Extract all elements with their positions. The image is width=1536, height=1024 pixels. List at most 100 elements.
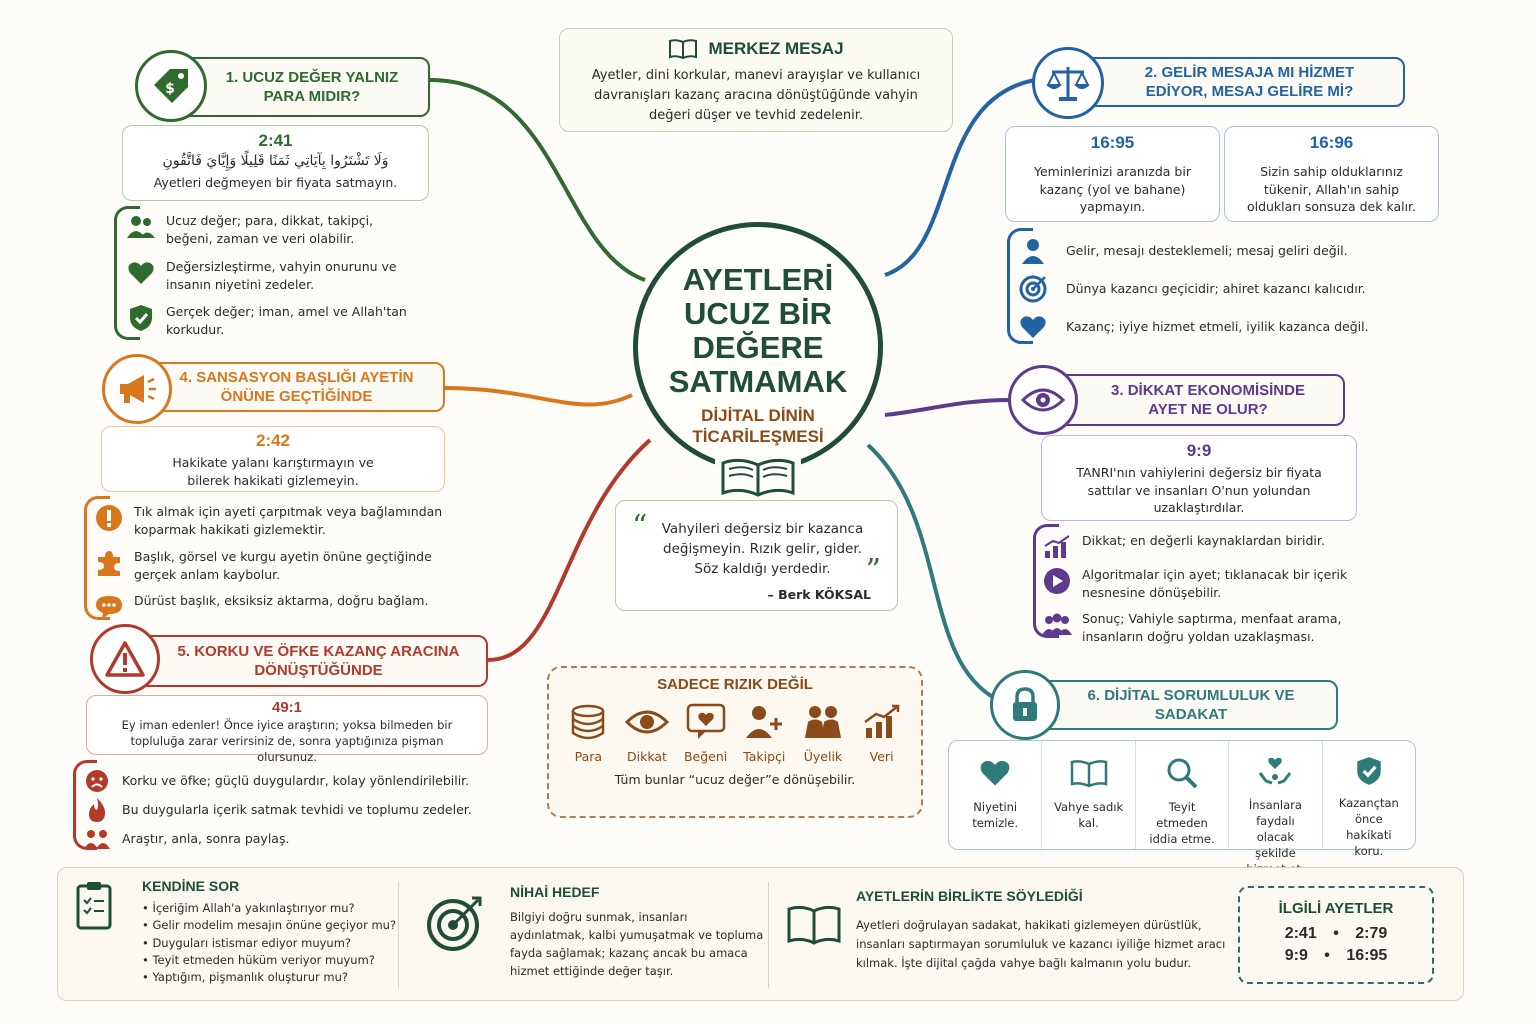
chart-up-icon [1042, 532, 1072, 562]
branch1-point: Ucuz değer; para, dikkat, takipçi, beğen… [126, 212, 416, 248]
branch4-point-text: Tık almak için ayeti çarpıtmak veya bağl… [134, 504, 443, 538]
add-user-icon [744, 701, 784, 743]
responsibility-item: İnsanlara faydalı olacak şekilde hizmet … [1228, 741, 1321, 876]
eye-icon [624, 701, 669, 743]
center-title-line: DEĞERE [692, 330, 824, 365]
branch4-ref: 2:42 [255, 431, 291, 450]
play-icon [1042, 566, 1072, 596]
target-icon [426, 894, 484, 956]
bullet: • [1333, 925, 1339, 942]
branch2-header: 2. GELİR MESAJA MI HİZMET EDİYOR, MESAJ … [1070, 57, 1405, 107]
branch1-point-text: Gerçek değer; iman, amel ve Allah'tan ko… [166, 304, 407, 338]
branch2-verse-text: Sizin sahip olduklarınız tükenir, Allah'… [1246, 164, 1417, 214]
branch3-point: Algoritmalar için ayet; tıklanacak bir i… [1042, 566, 1372, 602]
branch2-ref: 16:95 [1090, 133, 1135, 152]
branch3-point: Sonuç; Vahiyle saptırma, menfaat arama, … [1042, 610, 1372, 646]
branch4-bracket [84, 496, 110, 620]
center-subtitle: DİJİTAL DİNİN TİCARİLEŞMESİ [638, 405, 878, 447]
branch1-point: Gerçek değer; iman, amel ve Allah'tan ko… [126, 303, 416, 339]
center-title-line: UCUZ BİR [683, 296, 833, 331]
puzzle-icon [94, 548, 124, 578]
open-book-icon [715, 455, 801, 501]
kendine-title: KENDİNE SOR [142, 878, 240, 894]
shield-check-icon [126, 303, 156, 333]
branch4-icon-circle [102, 354, 172, 424]
rizik-item-label: Üyelik [803, 749, 843, 764]
close-quote-icon: ” [865, 553, 881, 588]
rizik-item: Takipçi [736, 701, 792, 764]
rizik-item: Para [560, 701, 616, 764]
rizik-item-label: Veri [869, 749, 894, 764]
kendine-item: Duyguları istismar ediyor muyum? [142, 935, 402, 952]
connector-2 [884, 78, 1036, 277]
angry-face-icon [82, 766, 112, 796]
responsibility-item: Vahye sadık kal. [1041, 741, 1134, 849]
branch3-verse-text: TANRI'nın vahiylerini değersiz bir fiyat… [1076, 465, 1322, 515]
data-chart-icon [862, 701, 902, 743]
branch5-verse-text: Ey iman edenler! Önce iyice araştırın; y… [121, 718, 453, 764]
quote-text: Vahyileri değersiz bir kazanca değişmeyi… [661, 521, 864, 577]
branch3-ref: 9:9 [1186, 441, 1212, 460]
connector-4 [444, 386, 633, 407]
people-icon [82, 824, 112, 854]
branch1-icon-circle: $ [135, 50, 207, 122]
branch3-header: 3. DİKKAT EKONOMİSİNDE AYET NE OLUR? [1045, 374, 1345, 426]
branch5-point-text: Korku ve öfke; güçlü duygulardır, kolay … [122, 772, 470, 788]
kendine-item: Yaptığım, pişmanlık oluşturur mu? [142, 969, 402, 986]
branch6-title: 6. DİJİTAL SORUMLULUK VE SADAKAT [1087, 686, 1295, 724]
ilgili-ref: 9:9 [1284, 947, 1308, 964]
branch5-ref: 49:1 [271, 699, 303, 716]
heart-icon [979, 755, 1011, 791]
branch4-verse-card: 2:42 Hakikate yalanı karıştırmayın ve bi… [101, 426, 445, 492]
bullet: • [1324, 947, 1330, 964]
kendine-item: Teyit etmeden hüküm veriyor muyum? [142, 952, 402, 969]
coins-icon [569, 701, 607, 743]
connector-3 [884, 398, 1011, 417]
branch2-bracket [1007, 228, 1033, 344]
branch5-title: 5. KORKU VE ÖFKE KAZANÇ ARACINA DÖNÜŞTÜĞ… [177, 642, 460, 680]
responsibility-item-text: Niyetini temizle. [972, 800, 1019, 830]
branch2-verse-card: 16:96 Sizin sahip olduklarınız tükenir, … [1224, 126, 1439, 222]
ilgili-row: 9:9 • 16:95 [1240, 947, 1432, 965]
branch4-point-text: Başlık, görsel ve kurgu ayetin önüne geç… [134, 549, 432, 583]
rizik-item: Dikkat [619, 701, 675, 764]
ilgili-box: İLGİLİ AYETLER 2:41 • 2:79 9:9 • 16:95 [1238, 886, 1434, 984]
branch3-point-text: Algoritmalar için ayet; tıklanacak bir i… [1082, 567, 1348, 601]
ilgili-ref: 2:79 [1355, 925, 1388, 942]
open-quote-icon: “ [632, 509, 648, 544]
ilgili-ref: 2:41 [1284, 925, 1317, 942]
magnifier-icon [1166, 755, 1198, 791]
responsibility-item: Teyit etmeden iddia etme. [1134, 741, 1228, 849]
connector-6 [866, 443, 999, 702]
responsibility-item-text: Kazançtan önce hakikati koru. [1338, 796, 1399, 858]
heart-bubble-icon [686, 701, 726, 743]
rizik-item: Veri [854, 701, 910, 764]
ilgili-ref: 16:95 [1346, 947, 1388, 964]
center-title-line: AYETLERİ [682, 262, 834, 297]
connector-1 [429, 78, 646, 282]
bottom-panel: KENDİNE SOR İçeriğim Allah'a yakınlaştır… [57, 867, 1464, 1001]
branch1-title: 1. UCUZ DEĞER YALNIZ PARA MIDIR? [225, 68, 399, 106]
branch4-title: 4. SANSASYON BAŞLIĞI AYETİN ÖNÜNE GEÇTİĞ… [179, 368, 414, 406]
branch5-point: Bu duygularla içerik satmak tevhidi ve t… [82, 795, 482, 825]
target-icon [1018, 274, 1048, 304]
helping-hands-icon [1258, 755, 1292, 789]
megaphone-icon [120, 375, 156, 403]
center-subtitle-line: DİJİTAL DİNİN [701, 406, 815, 425]
responsibility-item-text: İnsanlara faydalı olacak şekilde hizmet … [1246, 798, 1304, 876]
group-icon [1042, 610, 1072, 640]
branch1-verse-card: 2:41 وَلَا تَشْتَرُوا بِآيَاتِي ثَمَنًا … [122, 125, 429, 201]
divider [768, 882, 769, 988]
merkez-text: Ayetler, dini korkular, manevi arayışlar… [591, 68, 921, 123]
book-icon [786, 904, 842, 950]
quote-card: “ Vahyileri değersiz bir kazanca değişme… [615, 500, 898, 611]
shield-check-icon [1355, 755, 1383, 787]
branch2-point-text: Kazanç; iyiye hizmet etmeli, iyilik kaza… [1066, 318, 1369, 334]
users-icon [126, 212, 156, 242]
branch2-ref: 16:96 [1309, 133, 1354, 152]
branch3-point: Dikkat; en değerli kaynaklardan biridir. [1042, 532, 1372, 562]
rizik-footer: Tüm bunlar “ucuz değer”e dönüşebilir. [614, 772, 856, 787]
nihai-text: Bilgiyi doğru sunmak, insanları aydınlat… [510, 910, 764, 978]
branch4-point-text: Dürüst başlık, eksiksiz aktarma, doğru b… [134, 593, 429, 608]
